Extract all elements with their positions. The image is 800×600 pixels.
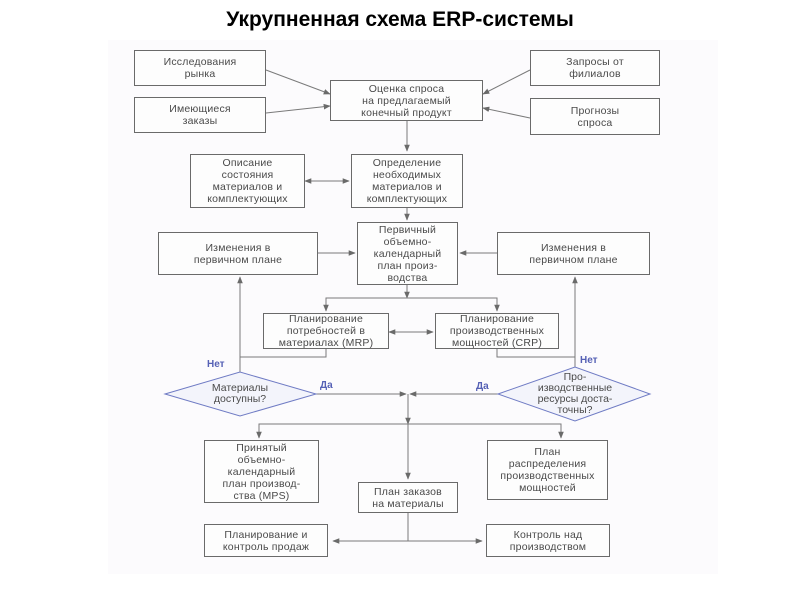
node-changes-right: Изменения в первичном плане	[497, 232, 650, 275]
node-primary-plan: Первичный объемно- календарный план прои…	[357, 222, 458, 285]
label-yes-left: Да	[320, 380, 333, 391]
label-no-left: Нет	[207, 359, 225, 370]
edge-orders-to-demand	[265, 103, 331, 114]
node-capacity-plan: План распределения производственных мощн…	[487, 440, 608, 500]
node-sales-planning: Планирование и контроль продаж	[204, 524, 328, 557]
label-no-right: Нет	[580, 355, 598, 366]
node-changes-left: Изменения в первичном плане	[158, 232, 318, 275]
decision-materials-available	[163, 371, 318, 417]
node-material-orders: План заказов на материалы	[358, 482, 458, 513]
node-demand-assessment: Оценка спроса на предлагаемый конечный п…	[330, 80, 483, 121]
node-existing-orders: Имеющиеся заказы	[134, 97, 266, 133]
edge-to-mps	[256, 423, 408, 439]
decision-resources-sufficient-text: Про- изводственные ресурсы доста- точны?	[537, 371, 613, 416]
edge-market-to-demand	[265, 69, 331, 95]
node-production-control: Контроль над производством	[486, 524, 610, 557]
edge-to-capacity	[408, 423, 564, 439]
edge-mrp-to-decision	[239, 349, 327, 372]
edge-split-mrp	[323, 297, 407, 312]
decision-materials-available-text: Материалы доступны?	[211, 382, 269, 405]
decision-resources-sufficient	[496, 366, 652, 422]
edge-forecast-to-demand	[482, 106, 531, 119]
node-mrp: Планирование потребностей в материалах (…	[263, 313, 389, 349]
label-yes-right: Да	[476, 381, 489, 392]
node-demand-forecasts: Прогнозы спроса	[530, 98, 660, 135]
page-title: Укрупненная схема ERP-системы	[226, 8, 574, 31]
node-branch-requests: Запросы от филиалов	[530, 50, 660, 86]
node-market-research: Исследования рынка	[134, 50, 266, 86]
node-mps: Принятый объемно- календарный план произ…	[204, 440, 319, 503]
node-materials-needed: Определение необходимых материалов и ком…	[351, 154, 463, 208]
node-materials-state: Описание состояния материалов и комплект…	[190, 154, 305, 208]
edge-branch-to-demand	[482, 69, 531, 95]
edge-split-crp	[407, 297, 500, 312]
node-crp: Планирование производственных мощностей …	[435, 313, 559, 349]
edge-crp-to-decision	[496, 349, 576, 367]
